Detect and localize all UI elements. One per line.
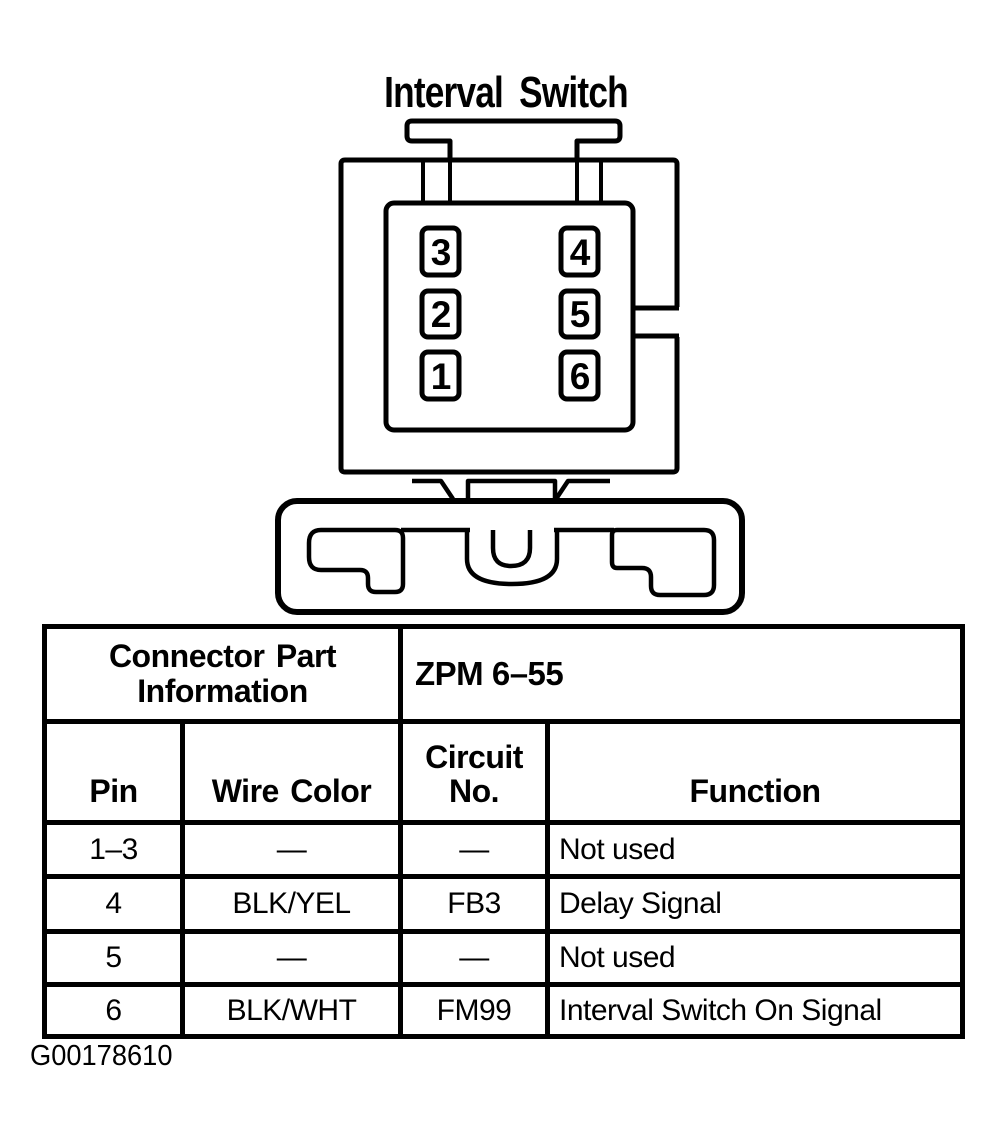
col-header-pin: Pin: [42, 719, 185, 825]
cell-function: Not used: [545, 820, 966, 879]
mounting-bracket: [275, 498, 745, 615]
cell-pin: 4: [42, 874, 185, 934]
cell-circuit-no: —: [398, 820, 551, 879]
col-header-function: Function: [545, 719, 966, 825]
pin-label-6: 6: [570, 356, 591, 397]
table-row-part-info: Connector Part Information ZPM 6–55: [41, 624, 966, 724]
cell-function: Interval Switch On Signal: [545, 982, 966, 1039]
pin-box-3: [419, 225, 462, 278]
bracket-slot-right: [609, 527, 717, 598]
connector-stem: [412, 478, 610, 501]
bracket-center-u-outer: [464, 530, 560, 587]
cell-pin: 6: [42, 982, 185, 1039]
pin-box-4: [558, 225, 601, 278]
bracket-slot-left: [306, 527, 406, 595]
cell-function: Not used: [545, 929, 966, 987]
cell-wire-color: —: [179, 820, 404, 879]
cell-pin: 1–3: [42, 820, 185, 879]
cell-wire-color: —: [179, 929, 404, 987]
col-header-wire-color: Wire Color: [179, 719, 404, 825]
connector-inner-cavity: [383, 200, 636, 433]
pin-label-1: 1: [431, 356, 452, 397]
connector-latch: [404, 118, 623, 158]
pin-label-5: 5: [570, 294, 591, 335]
table-row: 1–3 — — Not used: [42, 820, 966, 879]
cell-pin: 5: [42, 929, 185, 987]
figure-code: G00178610: [30, 1040, 173, 1072]
figure-title: Interval Switch: [384, 68, 628, 117]
cell-circuit-no: FB3: [398, 874, 551, 934]
pin-label-4: 4: [570, 232, 591, 273]
pin-box-1: [419, 349, 462, 402]
pin-box-5: [558, 288, 601, 340]
col-header-circuit-no: Circuit No.: [398, 719, 551, 825]
table-header-row: Pin Wire Color Circuit No. Function: [42, 719, 966, 825]
bracket-center-u-inner: [490, 530, 533, 569]
connector-diagram: 3 4 2 5 1 6: [275, 118, 745, 615]
pin-box-2: [419, 288, 462, 340]
cell-circuit-no: —: [398, 929, 551, 987]
cell-wire-color: BLK/YEL: [179, 874, 404, 934]
cell-circuit-no: FM99: [398, 982, 551, 1039]
pinout-table: Connector Part Information ZPM 6–55 Pin …: [41, 624, 966, 1039]
connector-outer-housing: [338, 157, 680, 475]
cell-wire-color: BLK/WHT: [179, 982, 404, 1039]
table-row: 4 BLK/YEL FB3 Delay Signal: [42, 874, 966, 934]
part-number: ZPM 6–55: [398, 624, 966, 724]
pin-label-3: 3: [431, 232, 452, 273]
pin-label-2: 2: [431, 294, 452, 335]
table-row: 5 — — Not used: [42, 929, 966, 987]
table-row: 6 BLK/WHT FM99 Interval Switch On Signal: [42, 982, 966, 1039]
part-info-label: Connector Part Information: [41, 624, 404, 724]
cell-function: Delay Signal: [545, 874, 966, 934]
pin-box-6: [558, 349, 601, 402]
